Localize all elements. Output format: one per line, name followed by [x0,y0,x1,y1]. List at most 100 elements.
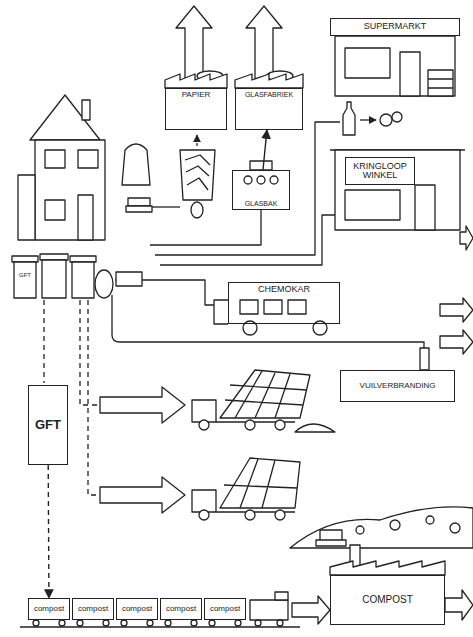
coin [392,112,402,122]
glass-factory: GLASFABRIEK [235,88,303,130]
landfill [290,507,473,548]
bin-lid [12,256,38,262]
house-door [78,195,93,240]
wheel [121,620,127,626]
compost-factory: COMPOST [330,575,445,625]
incinerator-building: VUILVERBRANDING [340,370,455,402]
train-car: compost [204,598,246,620]
tipper-bed [220,458,300,508]
waste-pile [295,424,335,432]
block-arrow [100,477,185,513]
glass-hole [244,176,252,184]
block-arrow [292,596,330,624]
waste-bin [14,262,36,298]
landfill-texture [390,520,400,530]
block-arrow [100,387,185,423]
garbage-bag [95,270,113,298]
bulldozer-track [316,540,346,546]
truck-window [264,300,282,314]
waste-bin [42,260,66,298]
wheel [245,420,255,430]
house-wall [35,140,105,240]
node-label: CHEMOKAR [258,285,310,294]
node-label: compost [166,605,196,613]
bottle [343,102,355,135]
flow-lines [44,122,424,495]
dashed-flow [43,300,44,383]
truck-window [240,300,258,314]
node-label: PAPIER [182,91,211,99]
flow-line [152,206,180,207]
locomotive-cab [275,592,288,600]
node-label: compost [210,605,240,613]
exit-arrow [460,226,473,250]
wheel [59,620,65,626]
return-arrow [360,119,376,120]
shop-building [335,36,455,96]
shop-sign: SUPERMARKT [330,18,460,36]
flow-line [150,210,261,245]
wheel [103,620,109,626]
house-roof [30,95,100,140]
glass-bin: GLASBAK [232,170,290,210]
truck-cab [214,300,228,324]
chimney [420,348,429,370]
factory-roof [165,74,227,88]
wheel [209,620,215,626]
node-label: KRINGLOOP WINKEL [348,162,412,181]
paper-factory: PAPIER [165,88,227,130]
wheel [33,620,39,626]
exit-arrow [440,298,473,322]
landfill-texture [450,523,460,533]
paper-container [180,150,215,200]
landfill-texture [356,526,364,534]
dashed-flow [88,300,100,495]
node-label: GLASBAK [245,200,278,207]
house-chimney [82,100,90,120]
paper-bag [191,202,203,218]
factory-roof [235,74,303,88]
wheel [165,620,171,626]
shop-window [345,48,390,78]
wheel [277,620,283,626]
landfill-texture [426,516,434,524]
bin-lid [40,254,68,260]
node-label: compost [122,605,152,613]
bed-grid [225,371,307,418]
glass-hole [257,176,265,184]
node-label: GLASFABRIEK [245,91,293,98]
compost-truck: GFT [28,385,68,465]
shop-window [345,190,400,220]
bed-grid [224,459,297,508]
dashed-arrow [196,135,197,146]
node-label: GFT [35,418,61,432]
bin-lid [70,256,96,262]
chemical-truck: CHEMOKAR [228,282,340,324]
dashed-flow [80,300,100,405]
flow-line [160,215,335,265]
wheel [245,510,255,520]
flow-line [155,122,340,255]
wheel [255,620,261,626]
glass-hole [270,176,278,184]
train-car: compost [160,598,202,620]
tipper-bed [220,370,310,418]
wheel [275,510,285,520]
train-car: compost [116,598,158,620]
crate-lines [428,79,453,88]
flow-connector [48,465,50,598]
house-window [45,150,65,168]
smoke-arrow [246,6,282,80]
shop-sign: KRINGLOOP WINKEL [345,157,415,185]
house-window [45,200,65,220]
coin [380,114,392,126]
wheel [199,510,209,520]
bin-label: GFT [12,272,38,278]
train-car: compost [28,598,70,620]
node-label: SUPERMARKT [364,22,427,31]
waste-bin [72,262,94,298]
truck-cab [192,400,216,422]
